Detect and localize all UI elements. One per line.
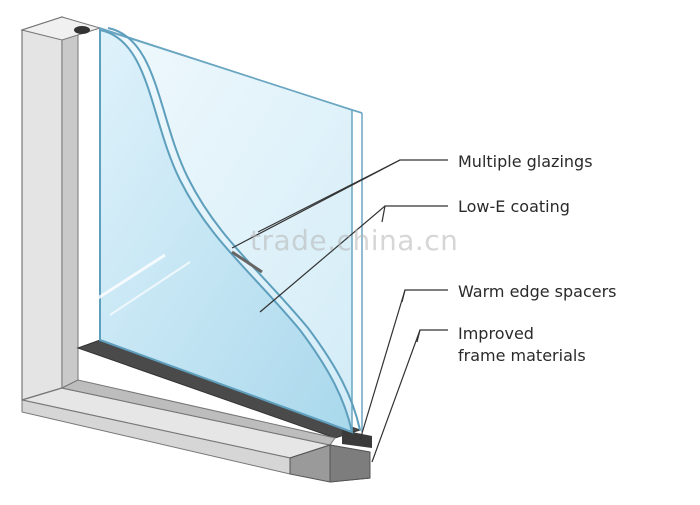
frame-left-inner: [61, 16, 79, 389]
label-improved-frame-materials: Improved frame materials: [458, 323, 586, 367]
frame-top-hole: [74, 26, 90, 34]
spacer-strip: [231, 250, 263, 274]
watermark-text: trade.china.cn: [250, 224, 459, 257]
callout-leaders: [231, 159, 448, 463]
frame-end-face: [329, 444, 371, 483]
back-glass-edge: [109, 31, 363, 114]
label-frame-line1: Improved: [458, 324, 534, 343]
glass-reflection-2: [109, 261, 191, 316]
front-glass-curve-edge: [107, 27, 361, 431]
leader-frame: [371, 329, 448, 463]
front-glass-pane: [99, 28, 354, 434]
glass-reflection-1: [94, 253, 166, 302]
label-warm-edge-spacers: Warm edge spacers: [458, 282, 617, 301]
end-block-dark-section: [342, 430, 372, 448]
label-multiple-glazings: Multiple glazings: [458, 152, 593, 171]
label-low-e-coating: Low-E coating: [458, 197, 570, 216]
frame-bottom-ledge: [60, 379, 336, 446]
leader-spacers: [359, 289, 448, 441]
label-frame-line2: frame materials: [458, 346, 586, 365]
frame-left-face: [21, 16, 63, 401]
